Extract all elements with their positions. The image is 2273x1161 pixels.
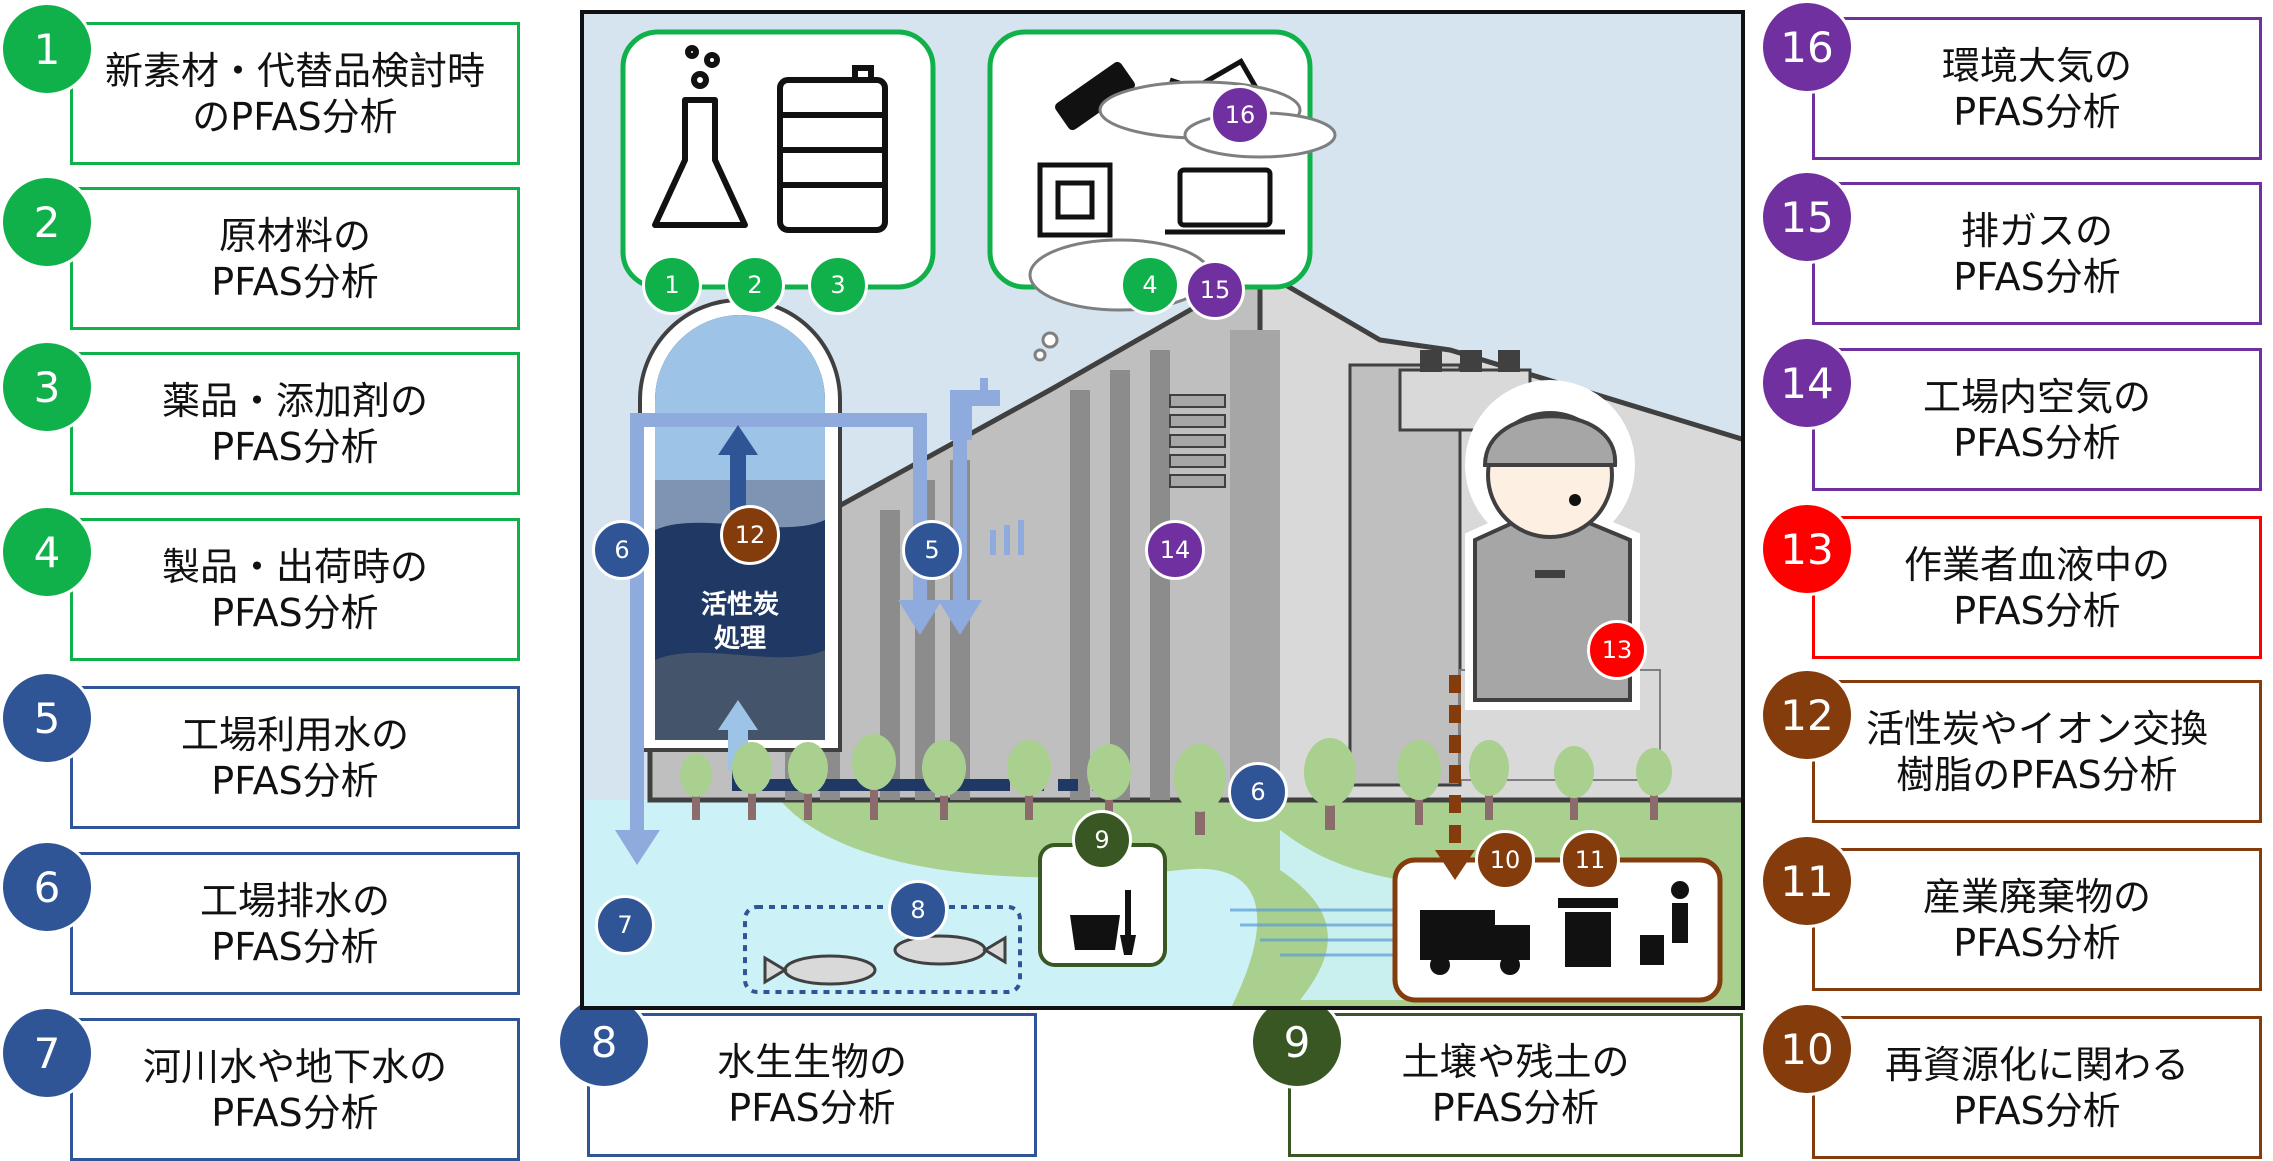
fish-icon xyxy=(763,934,1007,986)
flask-icon xyxy=(652,45,748,228)
scene-badge-6: 6 xyxy=(1228,762,1288,822)
scene-badge-14: 14 xyxy=(1145,520,1205,580)
left-item-6: 工場排水の PFAS分析 xyxy=(70,852,520,995)
right-item-12-badge: 12 xyxy=(1760,668,1854,762)
left-item-5-badge: 5 xyxy=(0,671,94,765)
scene-badge-7: 7 xyxy=(595,895,655,955)
left-item-2-badge: 2 xyxy=(0,175,94,269)
waste-box xyxy=(1392,857,1723,1003)
left-item-1: 新素材・代替品検討時 のPFAS分析 xyxy=(70,22,520,165)
tree-row xyxy=(680,734,1672,835)
usb-icon xyxy=(1055,61,1135,131)
right-item-12: 活性炭やイオン交換 樹脂のPFAS分析 xyxy=(1812,680,2262,823)
right-item-13-badge: 13 xyxy=(1760,502,1854,596)
trash-can-icon xyxy=(1558,898,1618,967)
left-item-2: 原材料の PFAS分析 xyxy=(70,187,520,330)
person-trash-icon xyxy=(1640,881,1689,965)
faucet-icon xyxy=(950,378,1000,440)
scene-badge-5: 5 xyxy=(902,520,962,580)
fish-area xyxy=(743,905,1022,994)
scene-badge-11: 11 xyxy=(1560,830,1620,890)
right-item-11: 産業廃棄物の PFAS分析 xyxy=(1812,848,2262,991)
right-item-16-badge: 16 xyxy=(1760,0,1854,94)
scene-badge-16: 16 xyxy=(1210,85,1270,145)
laptop-icon xyxy=(1165,167,1285,235)
right-item-14: 工場内空気の PFAS分析 xyxy=(1812,348,2262,491)
scene-badge-10: 10 xyxy=(1475,830,1535,890)
scene-badge-1: 1 xyxy=(642,255,702,315)
bottom-item-9-badge: 9 xyxy=(1250,995,1344,1089)
scene-badge-6: 6 xyxy=(592,520,652,580)
chip-icon xyxy=(1037,162,1113,238)
drum-icon xyxy=(777,65,888,233)
scene-badge-13: 13 xyxy=(1587,620,1647,680)
scene-badge-9: 9 xyxy=(1072,810,1132,870)
right-item-15-badge: 15 xyxy=(1760,170,1854,264)
bottom-item-8: 水生生物の PFAS分析 xyxy=(587,1013,1037,1157)
left-item-7: 河川水や地下水の PFAS分析 xyxy=(70,1018,520,1161)
dump-truck-icon xyxy=(1420,910,1530,975)
right-item-10: 再資源化に関わる PFAS分析 xyxy=(1812,1016,2262,1159)
right-item-13: 作業者血液中の PFAS分析 xyxy=(1812,516,2262,659)
right-item-11-badge: 11 xyxy=(1760,834,1854,928)
scene-badge-3: 3 xyxy=(808,255,868,315)
left-item-7-badge: 7 xyxy=(0,1006,94,1100)
right-item-16: 環境大気の PFAS分析 xyxy=(1812,17,2262,160)
scene-badge-8: 8 xyxy=(888,880,948,940)
right-item-10-badge: 10 xyxy=(1760,1002,1854,1096)
left-item-5: 工場利用水の PFAS分析 xyxy=(70,686,520,829)
right-item-14-badge: 14 xyxy=(1760,336,1854,430)
left-item-3: 薬品・添加剤の PFAS分析 xyxy=(70,352,520,495)
right-item-15: 排ガスの PFAS分析 xyxy=(1812,182,2262,325)
scene-badge-12: 12 xyxy=(720,505,780,565)
left-item-3-badge: 3 xyxy=(0,340,94,434)
scene-badge-15: 15 xyxy=(1185,260,1245,320)
scene-badge-4: 4 xyxy=(1120,255,1180,315)
scene-badge-2: 2 xyxy=(725,255,785,315)
carbon-treatment-label: 活性炭 処理 xyxy=(700,590,779,654)
bucket-shovel-icon xyxy=(1070,890,1136,955)
bottom-item-9: 土壌や残土の PFAS分析 xyxy=(1288,1013,1743,1157)
left-item-4-badge: 4 xyxy=(0,505,94,599)
left-item-4: 製品・出荷時の PFAS分析 xyxy=(70,518,520,661)
left-item-6-badge: 6 xyxy=(0,840,94,934)
left-item-1-badge: 1 xyxy=(0,2,94,96)
